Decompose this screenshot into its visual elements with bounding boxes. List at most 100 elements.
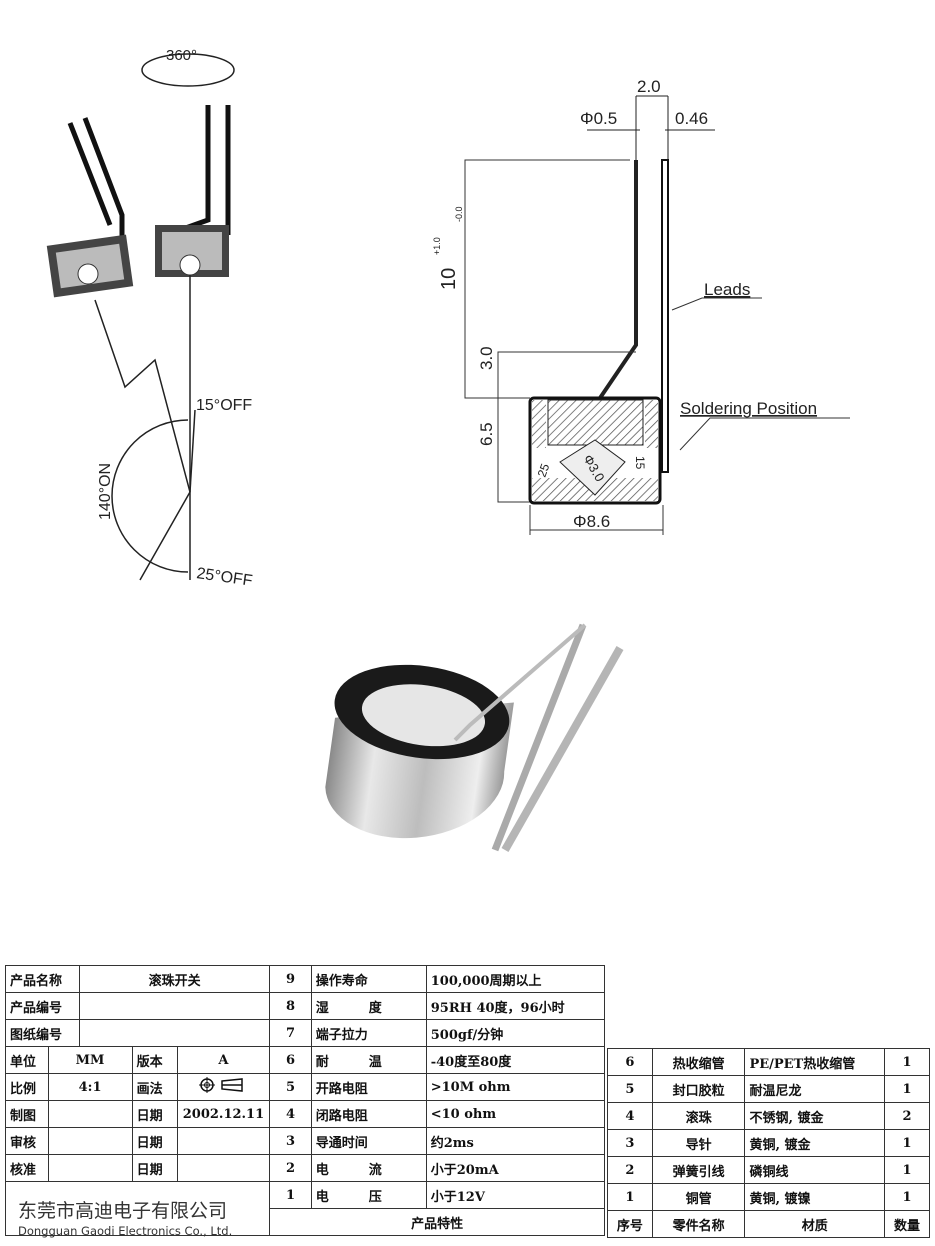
part-no: 1 [607,1183,653,1211]
unit: MM [47,1046,133,1074]
char-value: <10 ohm [425,1100,606,1128]
date-label: 日期 [131,1127,178,1155]
part-material: 耐温尼龙 [744,1075,886,1103]
char-name: 闭路电阻 [310,1100,427,1128]
char-no: 3 [269,1127,312,1155]
approved-date [176,1154,271,1182]
header-quantity: 数量 [884,1210,930,1238]
char-no: 4 [269,1100,312,1128]
angle-right-dim: 15 [633,456,647,470]
table-row: 图纸编号 7 端子拉力 500gf/分钟 [4,1019,606,1047]
rotation-label: 360° [166,47,197,64]
date-label: 日期 [131,1154,178,1182]
table-row: 比例 4:1 画法 5 开路电阻 >10M ohm [5,1073,606,1101]
company-cell [4,1181,270,1236]
part-quantity: 1 [884,1183,930,1211]
char-no: 7 [269,1019,312,1047]
table-row: 产品名称 滚珠开关 9 操作寿命 100,000周期以上 [4,965,606,993]
scale: 4:1 [47,1073,133,1101]
part-name: 铜管 [651,1183,746,1211]
scale-label: 比例 [5,1073,49,1101]
char-no: 1 [269,1181,312,1209]
part-quantity: 1 [884,1156,930,1184]
drawn-label: 制图 [5,1100,49,1128]
part-name: 导针 [651,1129,746,1157]
char-value: 100,000周期以上 [425,965,606,993]
part-name: 封口胶粒 [651,1075,746,1103]
drawn-by [47,1100,133,1128]
part-no: 3 [607,1129,653,1157]
parts-header-row: 序号 零件名称 材质 数量 [607,1210,930,1238]
table-row: 制图 日期 2002.12.11 4 闭路电阻 <10 ohm [5,1100,606,1128]
char-value: 95RH 40度，96小时 [425,992,606,1020]
company-name-en: Dongguan Gaodi Electronics Co., Ltd. [18,1224,233,1238]
table-row: 产品特性 [6,1208,605,1236]
char-no: 2 [269,1154,312,1182]
part-name: 滚珠 [651,1102,746,1130]
char-value: 小于12V [425,1181,606,1209]
approved-label: 核准 [5,1154,49,1182]
char-name: 操作寿命 [310,965,427,993]
dimension-drawing: 2.0 Φ0.5 0.46 10 +1.0 -0.0 3.0 6.5 Φ3.0 … [432,77,850,535]
table-row: 单位 MM 版本 A 6 耐温 -40度至80度 [5,1046,606,1074]
part-material: 黄铜, 镀镍 [744,1183,886,1211]
product-photo [325,623,624,852]
lead-thickness-dim: 0.46 [675,109,708,128]
product-no [79,992,271,1020]
product-name: 滚珠开关 [79,965,271,993]
on-angle-label: 140°ON [97,463,114,520]
char-name: 耐温 [310,1046,427,1074]
part-no: 2 [607,1156,653,1184]
char-value: 约2ms [425,1127,606,1155]
table-row: 产品编号 8 湿度 95RH 40度，96小时 [4,992,606,1020]
first-angle-projection-icon [199,1077,244,1093]
char-name: 端子拉力 [310,1019,427,1047]
bend-height-dim: 3.0 [477,346,496,370]
lead-length-tol-lower: -0.0 [454,206,464,222]
part-material: PE/PET热收缩管 [744,1048,886,1076]
lead-diameter-dim: Φ0.5 [580,109,617,128]
projection-symbol [176,1073,271,1101]
lead-spacing-dim: 2.0 [637,77,661,96]
header-material: 材质 [744,1210,886,1238]
technical-drawing: 360° 15°OFF 140°ON 25°OFF 2.0 Φ0.5 0.46 [46,47,850,852]
char-name: 湿度 [310,992,427,1020]
char-no: 8 [269,992,312,1020]
char-value: >10M ohm [425,1073,606,1101]
drawing-no [79,1019,271,1047]
part-no: 6 [607,1048,653,1076]
part-quantity: 1 [884,1048,930,1076]
part-quantity: 1 [884,1129,930,1157]
char-name: 导通时间 [310,1127,427,1155]
char-value: -40度至80度 [425,1046,606,1074]
product-no-label: 产品编号 [4,992,81,1020]
part-quantity: 1 [884,1075,930,1103]
char-value: 500gf/分钟 [425,1019,606,1047]
char-no: 5 [269,1073,312,1101]
company-name-cn: 东莞市高迪电子有限公司 [18,1200,228,1222]
table-row: 审核 日期 3 导通时间 约2ms [5,1127,606,1155]
off-top-label: 15°OFF [196,397,252,414]
char-no: 6 [269,1046,312,1074]
part-material: 不锈钢, 镀金 [744,1102,886,1130]
unit-label: 单位 [5,1046,49,1074]
lead-length-tol-upper: +1.0 [432,237,442,255]
drawing-no-label: 图纸编号 [4,1019,81,1047]
date-label: 日期 [131,1100,178,1128]
part-name: 热收缩管 [651,1048,746,1076]
part-material: 磷铜线 [744,1156,886,1184]
lead-length-dim: 10 [438,268,460,290]
checked-date [176,1127,271,1155]
part-no: 5 [607,1075,653,1103]
off-bottom-label: 25°OFF [195,565,253,590]
company-logo-text: 东莞市高迪电子有限公司 Dongguan Gaodi Electronics C… [18,1196,232,1238]
char-no: 9 [269,965,312,993]
body-height-dim: 6.5 [477,422,496,446]
soldering-position-label: Soldering Position [680,399,817,418]
leads-label: Leads [704,280,750,299]
